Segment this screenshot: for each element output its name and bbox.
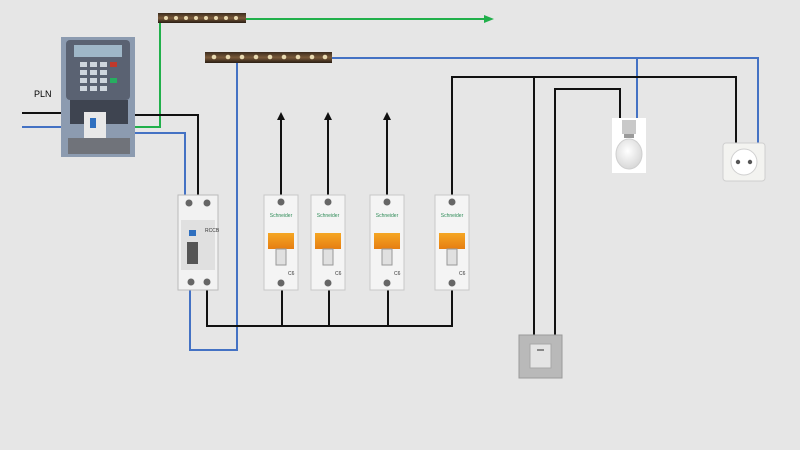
mcb-2: Schneider C6 <box>310 194 346 291</box>
mcb-4: Schneider C6 <box>434 194 470 291</box>
svg-text:Schneider: Schneider <box>270 213 293 219</box>
svg-text:Schneider: Schneider <box>441 213 464 219</box>
light-bulb <box>612 118 646 173</box>
ground-wire <box>134 15 494 128</box>
mcb-1: Schneider C6 <box>263 194 299 291</box>
phase-wire <box>22 76 737 337</box>
rccb-label: RCCB <box>205 228 220 234</box>
rccb: RCCB <box>177 194 220 291</box>
supply-label: PLN <box>34 89 52 99</box>
svg-text:Schneider: Schneider <box>376 213 399 219</box>
ground-busbar <box>158 13 246 23</box>
kwh-meter <box>61 37 135 157</box>
svg-text:C6: C6 <box>335 271 342 277</box>
light-switch <box>518 334 563 379</box>
neutral-busbar <box>205 52 332 63</box>
mcb-3: Schneider C6 <box>369 194 405 291</box>
wall-socket <box>722 142 766 182</box>
svg-text:Schneider: Schneider <box>317 213 340 219</box>
svg-text:C6: C6 <box>288 271 295 277</box>
svg-text:C6: C6 <box>459 271 466 277</box>
svg-text:C6: C6 <box>394 271 401 277</box>
